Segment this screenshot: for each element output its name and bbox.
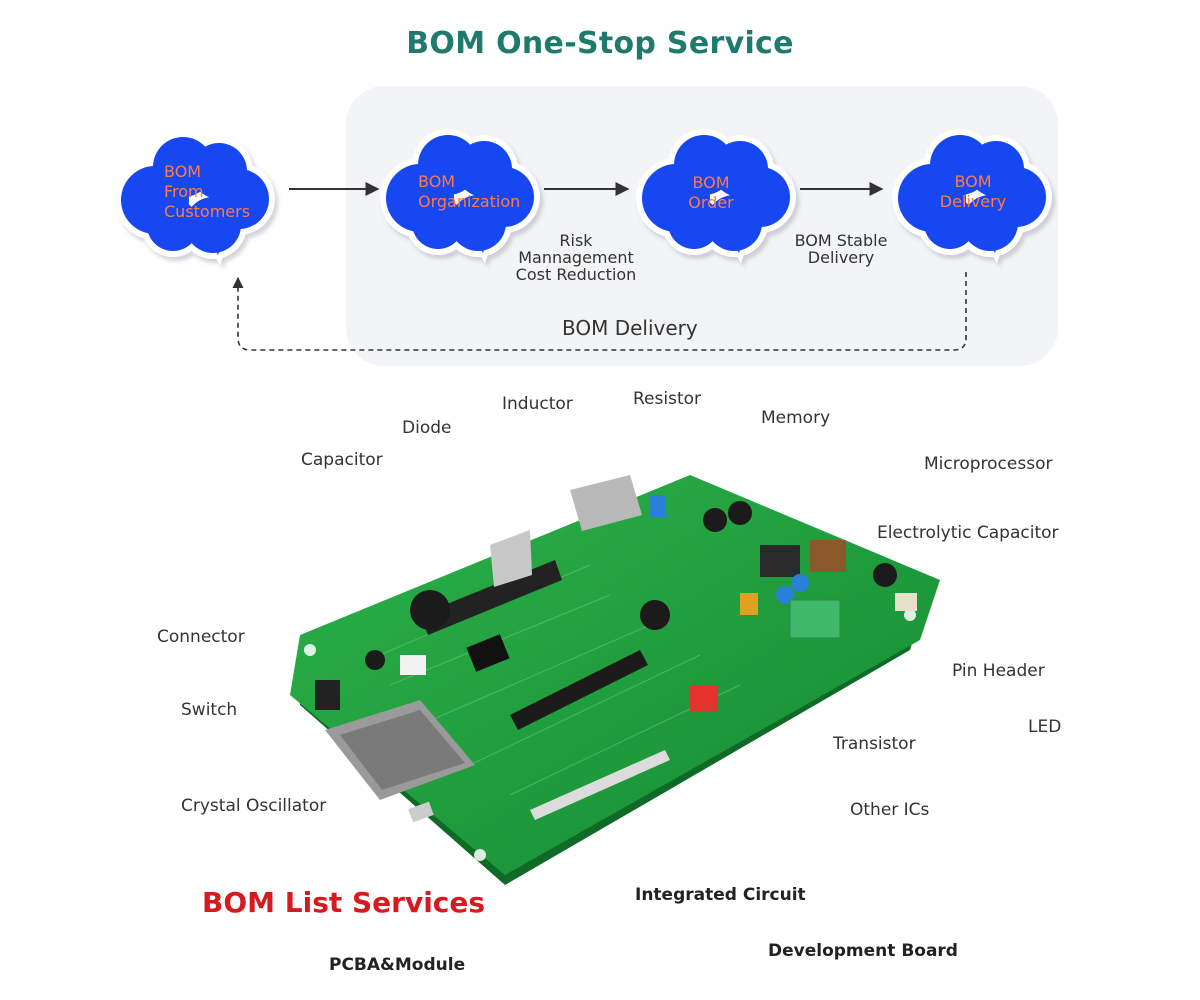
label-inductor: Inductor [502,394,573,414]
label-transistor: Transistor [833,734,916,754]
cloud-step-4 [892,129,1052,263]
cloud-label-2: BOM Organization [418,172,521,211]
cloud-label-1: BOM From Customers [164,162,251,221]
label-microprocessor: Microprocessor [924,454,1053,474]
cloud-step-2 [380,129,540,263]
label-memory: Memory [761,408,831,428]
note-stable-delivery: BOM Stable Delivery [794,231,888,267]
label-crystal-oscillator: Crystal Oscillator [181,796,327,816]
label-diode: Diode [402,418,452,438]
cloud-step-3 [636,129,796,263]
label-pin-header: Pin Header [952,661,1045,681]
label-other-ics: Other ICs [850,800,930,820]
label-electrolytic-capacitor: Electrolytic Capacitor [877,523,1059,543]
return-label: BOM Delivery [562,316,698,340]
cloud-step-1 [115,131,275,265]
note-risk-cost: Risk Mannagement Cost Reduction [515,231,637,284]
return-arrow [232,272,967,351]
label-led: LED [1028,717,1062,737]
cloud-label-4: BOM Delivery [939,172,1007,211]
category-development-board: Development Board [768,941,958,961]
label-capacitor: Capacitor [301,450,383,470]
section-title: BOM List Services [202,886,486,919]
pcb-board-image [290,475,940,885]
flow-diagram [115,129,1052,351]
cloud-label-3: BOM Order [688,173,734,212]
category-pcba-module: PCBA&Module [329,955,466,975]
label-resistor: Resistor [633,389,701,409]
label-connector: Connector [157,627,245,647]
page-title: BOM One-Stop Service [406,26,794,61]
category-integrated-circuit: Integrated Circuit [635,885,806,905]
label-switch: Switch [181,700,238,720]
